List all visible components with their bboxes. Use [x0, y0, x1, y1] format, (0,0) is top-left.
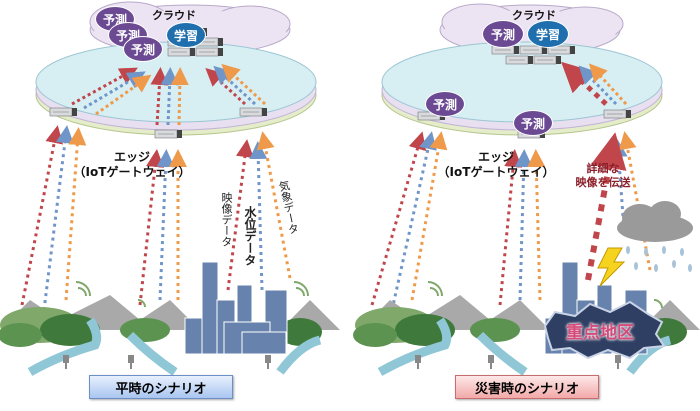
- detail-label-line2: 映像を伝送: [575, 176, 631, 189]
- predict-bubble: 予測: [482, 20, 524, 48]
- cloud-label: クラウド: [512, 9, 556, 22]
- learn-bubble: 学習: [166, 22, 206, 48]
- disaster-scenario-label: 災害時のシナリオ: [455, 375, 599, 399]
- edge-predict-bubble: 予測: [513, 110, 553, 136]
- gateway-icon: [239, 107, 268, 117]
- river-icon: [377, 317, 528, 376]
- disaster-panel: [353, 3, 700, 376]
- cloud-label: クラウド: [152, 9, 196, 22]
- upload-arrows: [71, 63, 267, 126]
- edge-label-line2: （IoTゲートウェイ）: [73, 165, 191, 179]
- gateway-icon: [49, 107, 78, 117]
- learn-bubble: 学習: [527, 20, 569, 48]
- edge-label: エッジ （IoTゲートウェイ）: [72, 150, 192, 180]
- sensor-icon: [415, 355, 621, 369]
- wifi-tower-icon: [75, 281, 309, 308]
- edge-label-line1: エッジ: [113, 150, 150, 164]
- key-area-label: 重点地区: [566, 323, 634, 343]
- edge-predict-bubble: 予測: [425, 91, 465, 117]
- sensor-icon: [63, 355, 271, 369]
- predict-bubble: 予測: [123, 36, 163, 62]
- gateway-icon: [603, 109, 632, 119]
- sensor-arrows: [20, 125, 292, 311]
- rain-cloud-icon: [617, 201, 693, 272]
- key-area-highlight: [543, 300, 666, 360]
- river-icon: [626, 335, 672, 375]
- building-icon: [184, 261, 288, 355]
- edge-label-line2: （IoTゲートウェイ）: [437, 165, 555, 179]
- detail-label-line1: 詳細な: [586, 162, 620, 175]
- edge-label: エッジ （IoTゲートウェイ）: [436, 150, 556, 180]
- video-data-label: 映像データ: [220, 192, 233, 247]
- water-level-data-label: 水位データ: [243, 206, 257, 266]
- upload-arrows: [561, 61, 628, 106]
- edge-label-line1: エッジ: [477, 150, 514, 164]
- wifi-tower-icon: [427, 281, 663, 309]
- normal-scenario-label: 平時のシナリオ: [89, 375, 233, 399]
- detail-video-label: 詳細な 映像を伝送: [568, 162, 638, 190]
- river-icon: [276, 335, 322, 375]
- river-icon: [27, 317, 178, 376]
- lightning-icon: [597, 247, 626, 287]
- gateway-icon: [154, 129, 183, 139]
